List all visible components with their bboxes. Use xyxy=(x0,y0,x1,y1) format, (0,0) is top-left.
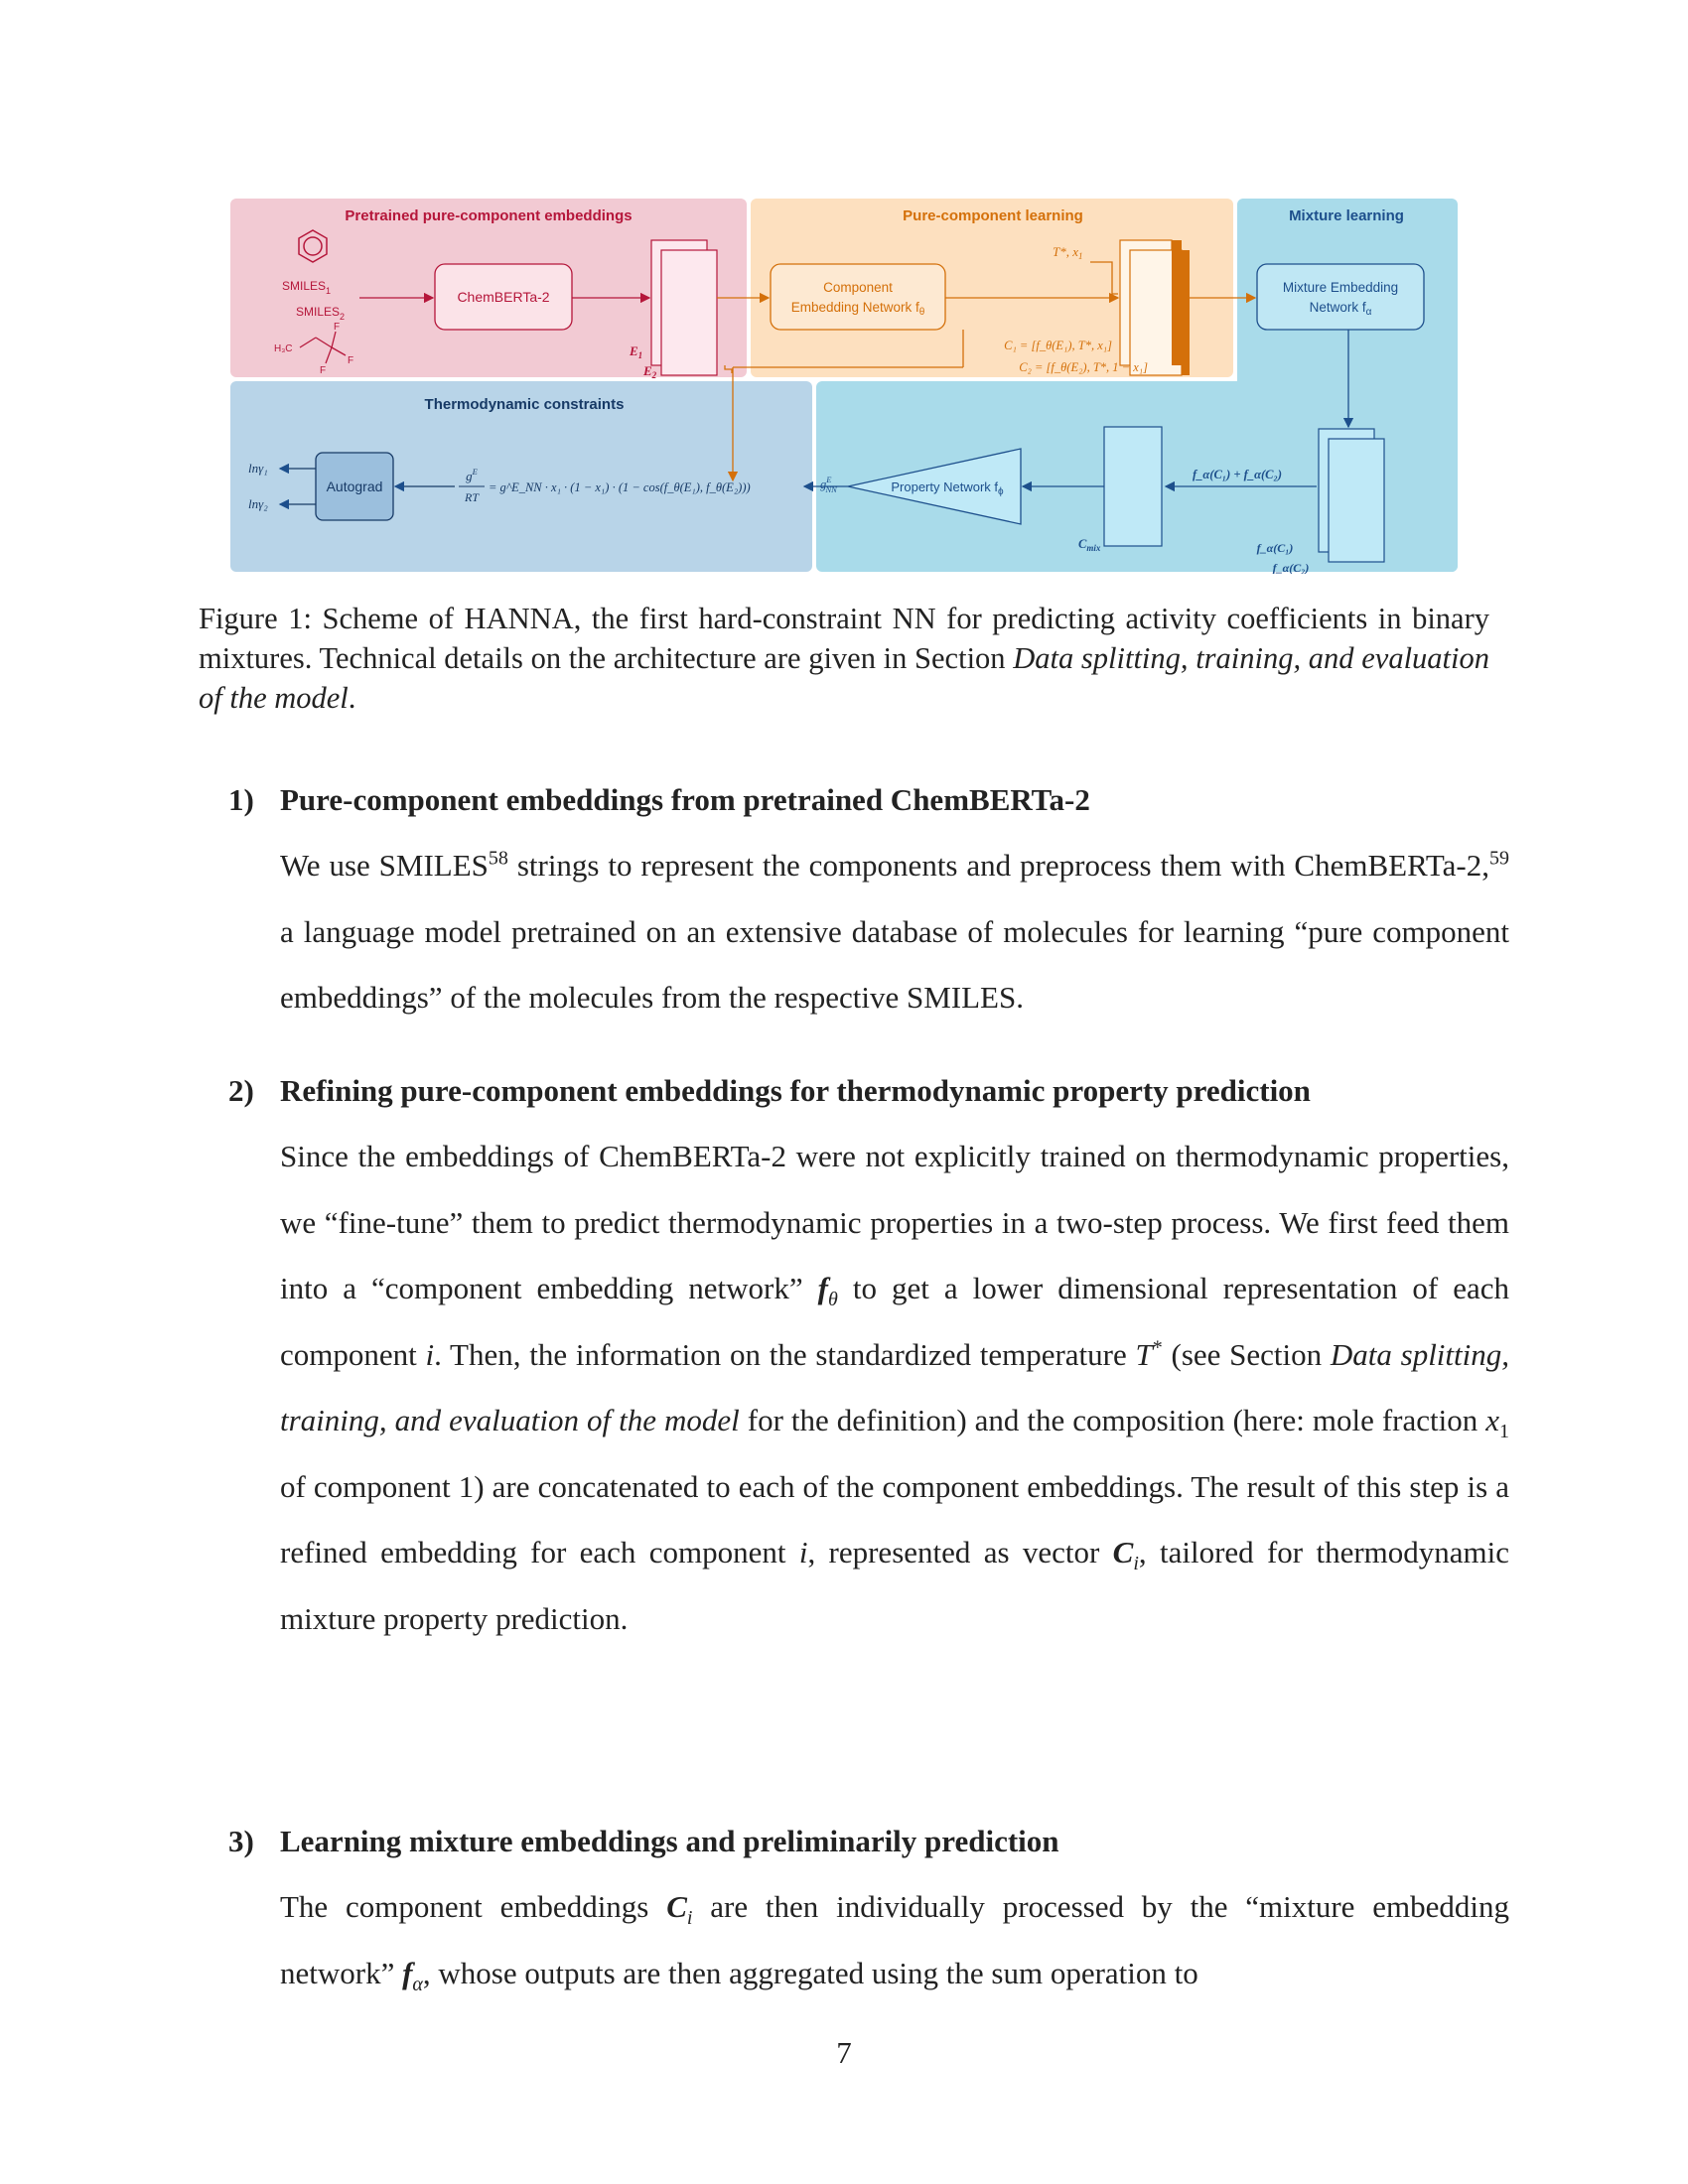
svg-text:C₂ = [f_θ(E₂), T*, 1 − x₁]: C₂ = [f_θ(E₂), T*, 1 − x₁] xyxy=(1019,360,1148,374)
citation-59: 59 xyxy=(1489,847,1509,870)
figure-caption: Figure 1: Scheme of HANNA, the first har… xyxy=(199,602,1490,715)
svg-text:Property Network fϕ: Property Network fϕ xyxy=(891,479,1004,497)
svg-text:F: F xyxy=(334,322,340,333)
item-body-2: Since the embeddings of ChemBERTa-2 were… xyxy=(280,1139,1510,1636)
svg-text:E1: E1 xyxy=(629,343,642,360)
panel-pure-learning xyxy=(751,199,1233,377)
property-network-shape xyxy=(847,448,1022,525)
item-title: Pure-component embeddings from pretraine… xyxy=(280,782,1090,817)
mixture-embedding-c2 xyxy=(1328,438,1385,563)
svg-text:SMILES2: SMILES2 xyxy=(296,305,345,322)
svg-text:lnγ₁: lnγ₁ xyxy=(248,461,268,476)
svg-text:lnγ₂: lnγ₂ xyxy=(248,496,268,511)
panel-title-mixture-learning: Mixture learning xyxy=(1289,207,1404,224)
svg-text:E2: E2 xyxy=(642,363,657,380)
svg-text:f_α(C₁): f_α(C₁) xyxy=(1257,541,1294,555)
svg-text:F: F xyxy=(348,355,353,366)
svg-text:Autograd: Autograd xyxy=(327,478,383,494)
benzene-molecule-icon xyxy=(298,229,328,263)
figure-1: Pretrained pure-component embeddings Pur… xyxy=(228,197,1460,574)
caption-label: Figure 1: xyxy=(199,602,312,635)
svg-text:gE: gE xyxy=(466,467,479,483)
svg-text:ChemBERTa-2: ChemBERTa-2 xyxy=(457,289,549,305)
cmix-vector xyxy=(1103,426,1163,547)
item-number: 1) xyxy=(228,782,254,817)
svg-text:Embedding Network fθ: Embedding Network fθ xyxy=(791,300,925,318)
svg-text:H₃C: H₃C xyxy=(274,343,293,354)
caption-italic: Data splitting, training, and evaluation… xyxy=(199,641,1489,715)
item-body-1: We use SMILES58 strings to represent the… xyxy=(280,847,1509,1015)
svg-text:f_α(C₁) + f_α(C₂): f_α(C₁) + f_α(C₂) xyxy=(1193,468,1282,481)
chemberta-box xyxy=(434,263,573,331)
svg-text:Component: Component xyxy=(823,280,893,295)
panel-thermo xyxy=(230,381,812,572)
svg-text:f_α(C₂): f_α(C₂) xyxy=(1273,561,1310,574)
svg-text:= g^E_NN · x₁ · (1 − x₁) · (1: = g^E_NN · x₁ · (1 − x₁) · (1 − cos(f_θ(… xyxy=(489,480,751,494)
svg-text:F: F xyxy=(320,365,326,376)
item-number: 2) xyxy=(228,1073,254,1108)
item-title: Learning mixture embeddings and prelimin… xyxy=(280,1824,1059,1858)
list-item-2: 2) Refining pure-component embeddings fo… xyxy=(228,1058,1509,1652)
svg-text:Cmix: Cmix xyxy=(1078,537,1101,553)
mixture-network-box xyxy=(1256,263,1425,331)
trifluoroethane-molecule-icon xyxy=(299,331,347,364)
item-number: 3) xyxy=(228,1824,254,1858)
svg-text:Network fα: Network fα xyxy=(1310,300,1372,318)
svg-text:SMILES1: SMILES1 xyxy=(282,279,331,296)
svg-text:Mixture Embedding: Mixture Embedding xyxy=(1283,280,1398,295)
item-title: Refining pure-component embeddings for t… xyxy=(280,1073,1311,1108)
svg-text:T*, x1: T*, x1 xyxy=(1053,244,1083,261)
component-network-box xyxy=(770,263,946,331)
autograd-box xyxy=(315,452,394,521)
caption-text: Scheme of HANNA, the first hard-constrai… xyxy=(199,602,1490,675)
panel-title-thermo: Thermodynamic constraints xyxy=(425,396,625,413)
list-item-3: 3) Learning mixture embeddings and preli… xyxy=(228,1809,1509,2006)
panel-title-pure-learning: Pure-component learning xyxy=(903,207,1083,224)
page-number: 7 xyxy=(836,2035,852,2070)
citation-58: 58 xyxy=(488,847,508,870)
list-item-1: 1) Pure-component embeddings from pretra… xyxy=(228,767,1509,1031)
panel-title-pretrained: Pretrained pure-component embeddings xyxy=(345,207,632,224)
item-body-3: The component embeddings Ci are then ind… xyxy=(280,1889,1509,1995)
svg-text:RT: RT xyxy=(464,490,480,504)
svg-text:C₁ = [f_θ(E₁), T*, x₁]: C₁ = [f_θ(E₁), T*, x₁] xyxy=(1004,339,1112,352)
embedding-vector-e2 xyxy=(660,249,718,376)
